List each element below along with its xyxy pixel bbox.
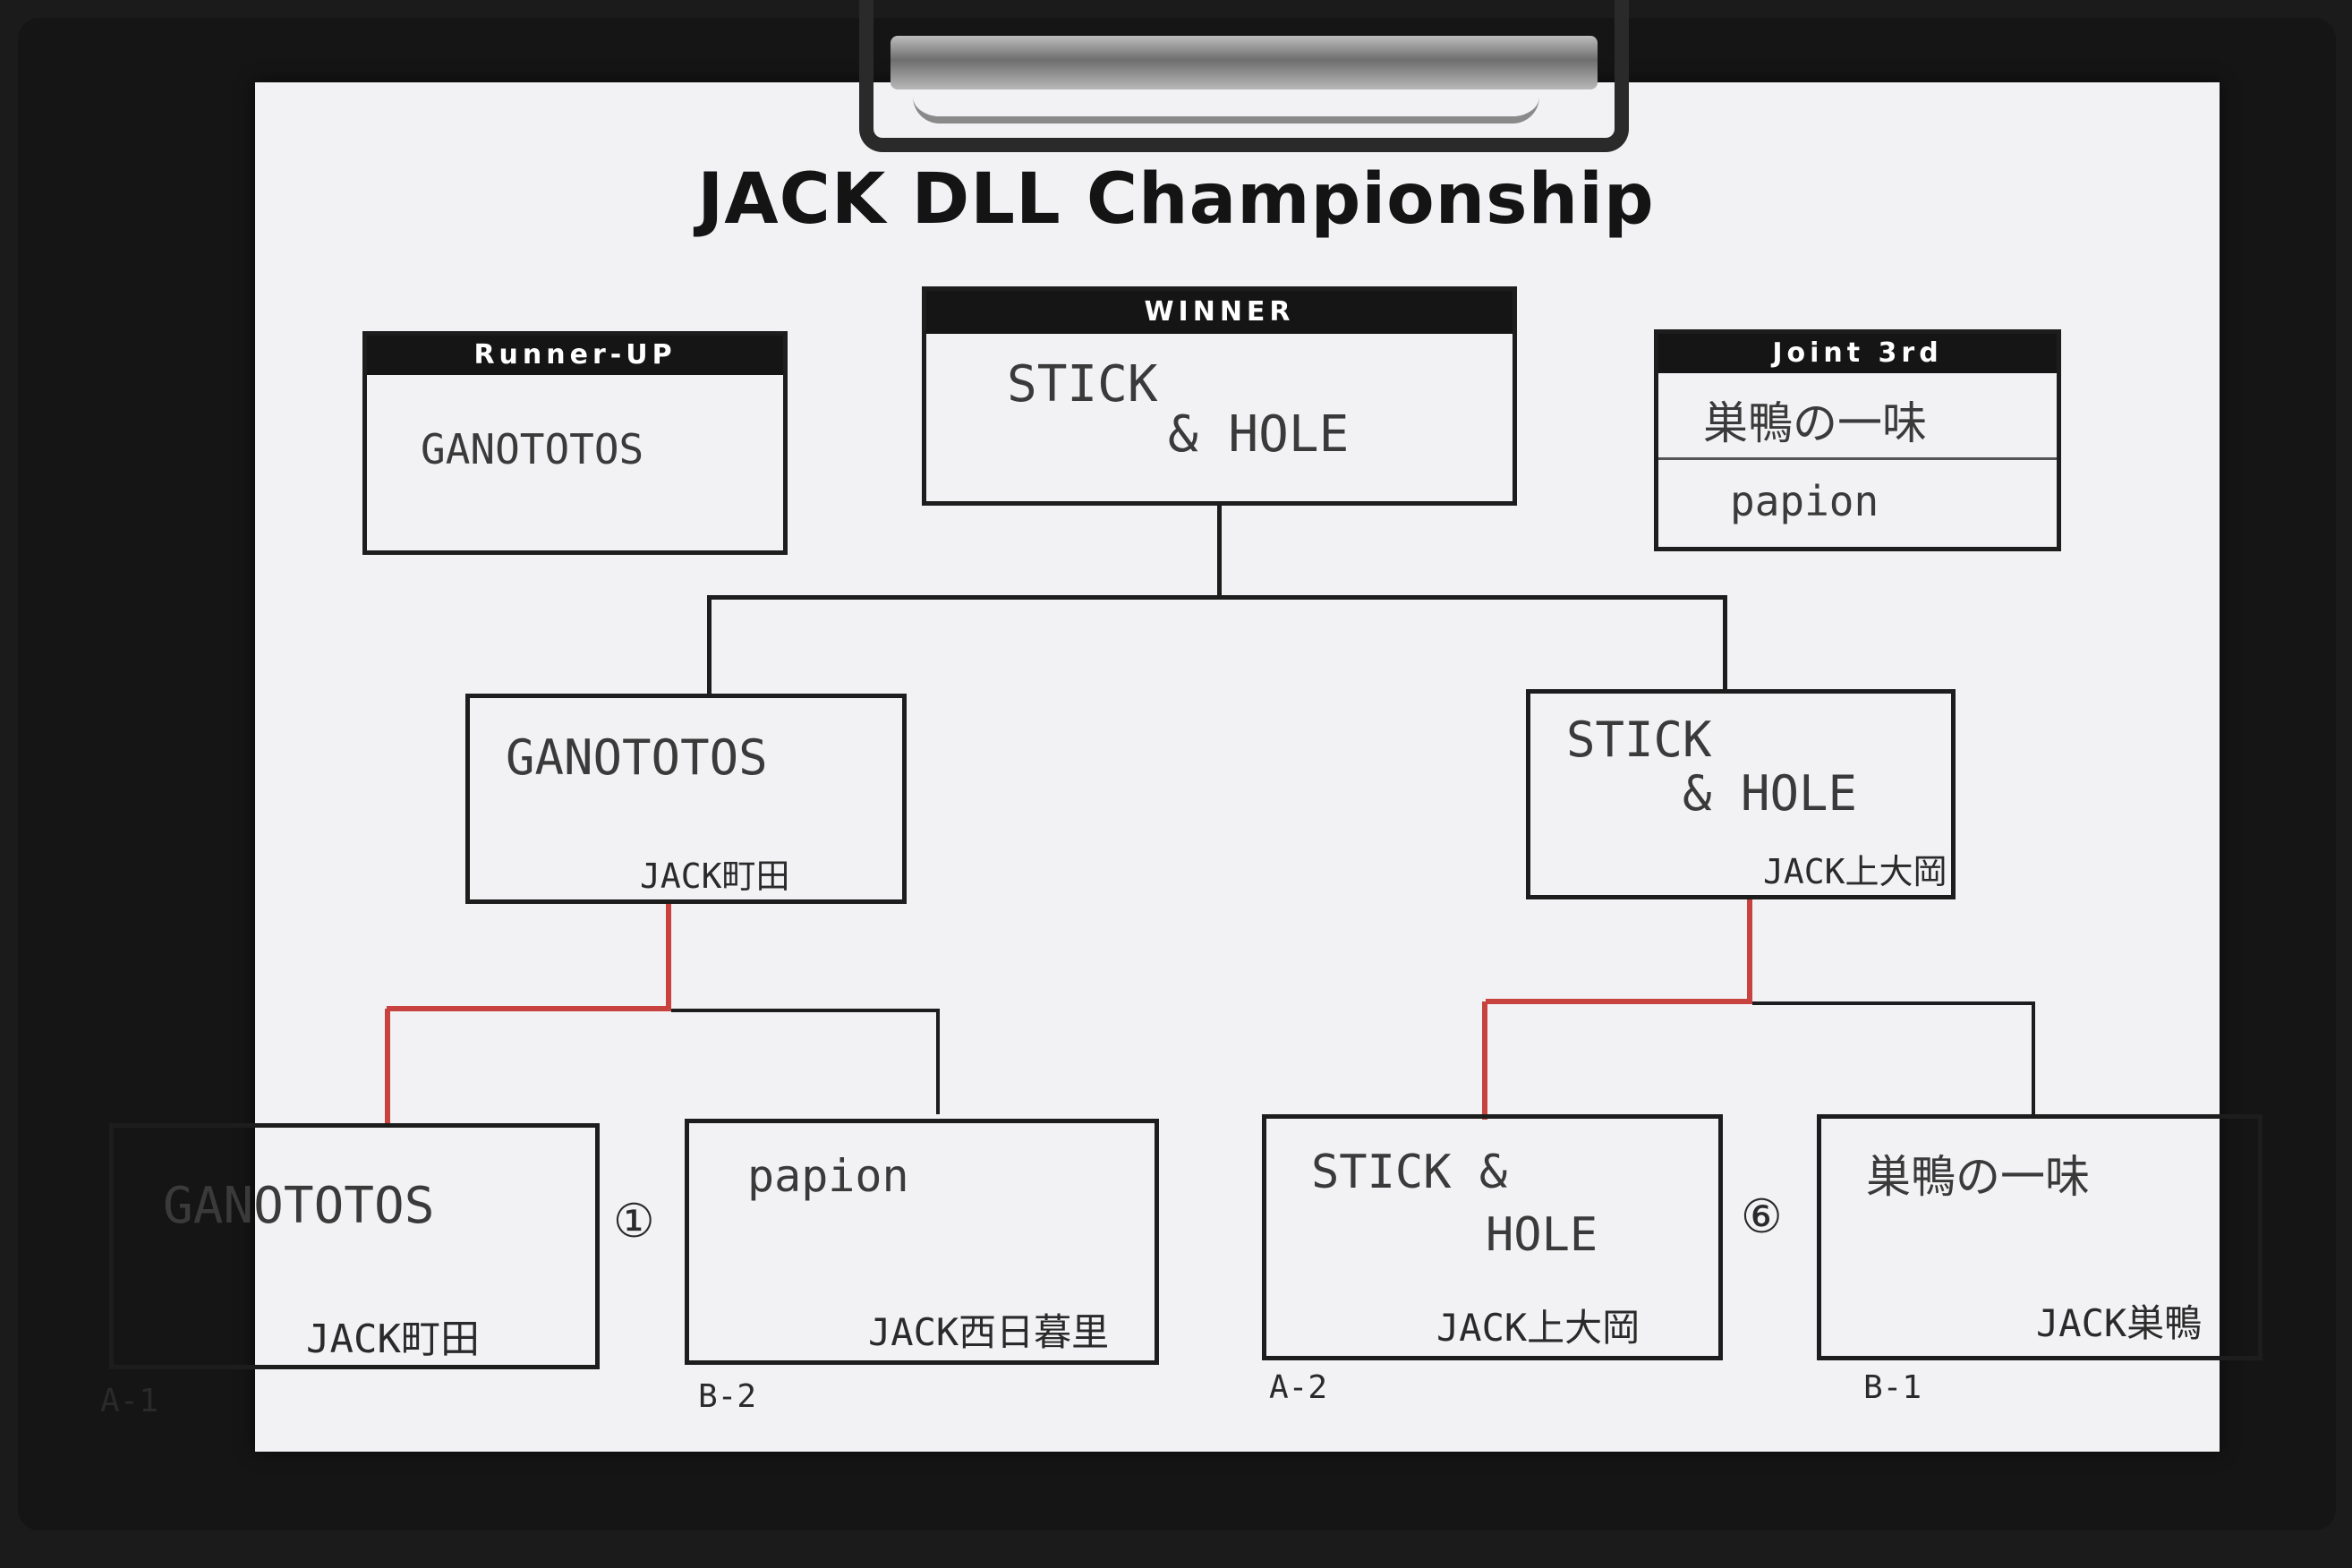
first-round-a2-team-line1: STICK & bbox=[1311, 1146, 1508, 1199]
left-bracket-bar bbox=[671, 1009, 940, 1012]
page-title: JACK DLL Championship bbox=[697, 159, 1655, 240]
winner-path-right-drop bbox=[1482, 1001, 1487, 1120]
winner-path-right-stem bbox=[1747, 899, 1752, 1003]
right-bracket-bar bbox=[1752, 1001, 2034, 1005]
left-bracket-drop-right bbox=[936, 1009, 940, 1114]
match-number-right: ⑥ bbox=[1741, 1190, 1783, 1244]
first-round-b2-venue: JACK西日暮里 bbox=[868, 1310, 1110, 1354]
semifinal-right-team-line2: & HOLE bbox=[1683, 765, 1858, 822]
seed-label-a1: A-1 bbox=[100, 1383, 159, 1419]
first-round-b2-team: papion bbox=[747, 1150, 909, 1202]
semifinal-right-team-line1: STICK bbox=[1566, 712, 1712, 768]
joint-third-box: Joint 3rd 巣鴨の一味 papion bbox=[1654, 329, 2061, 551]
joint-third-team-2: papion bbox=[1730, 477, 1879, 525]
seed-label-a2: A-2 bbox=[1269, 1369, 1328, 1406]
first-round-a1-team: GANOTOTOS bbox=[163, 1177, 435, 1235]
final-left-drop bbox=[707, 595, 712, 695]
semifinal-box-left: GANOTOTOS JACK町田 bbox=[465, 694, 907, 904]
first-round-b1-team: 巣鴨の一味 bbox=[1866, 1151, 2090, 1203]
first-round-a1-venue: JACK町田 bbox=[306, 1317, 480, 1362]
joint-third-team-1: 巣鴨の一味 bbox=[1703, 397, 1927, 449]
winner-path-left-stem bbox=[666, 904, 671, 1010]
final-right-drop bbox=[1723, 595, 1727, 692]
first-round-box-a2: STICK & HOLE JACK上大岡 bbox=[1262, 1114, 1723, 1360]
clip-frame bbox=[859, 0, 1629, 152]
first-round-a2-team-line2: HOLE bbox=[1486, 1208, 1598, 1262]
first-round-box-b2: papion JACK西日暮里 bbox=[685, 1119, 1159, 1365]
first-round-box-a1: GANOTOTOS JACK町田 bbox=[109, 1123, 600, 1369]
right-bracket-drop-right bbox=[2032, 1001, 2035, 1116]
winner-path-right-bar bbox=[1486, 999, 1752, 1004]
winner-path-left-drop bbox=[385, 1009, 390, 1125]
first-round-b1-venue: JACK巣鴨 bbox=[2036, 1301, 2203, 1345]
final-stem bbox=[1217, 506, 1222, 600]
joint-third-divider bbox=[1658, 457, 2057, 460]
winner-header: WINNER bbox=[926, 291, 1513, 334]
seed-label-b2: B-2 bbox=[698, 1378, 757, 1415]
final-crossbar bbox=[707, 595, 1727, 600]
winner-path-left-bar bbox=[387, 1006, 671, 1011]
joint-third-header: Joint 3rd bbox=[1658, 334, 2057, 373]
runner-up-header: Runner-UP bbox=[367, 336, 783, 375]
winner-team-line2: & HOLE bbox=[1168, 405, 1350, 464]
semifinal-left-venue: JACK町田 bbox=[640, 856, 790, 896]
runner-up-team: GANOTOTOS bbox=[421, 425, 644, 473]
semifinal-right-venue: JACK上大岡 bbox=[1763, 852, 1947, 891]
first-round-a2-venue: JACK上大岡 bbox=[1436, 1306, 1640, 1350]
winner-box: WINNER STICK & HOLE bbox=[922, 286, 1517, 506]
first-round-box-b1: 巣鴨の一味 JACK巣鴨 bbox=[1817, 1114, 2263, 1360]
semifinal-left-team: GANOTOTOS bbox=[506, 729, 768, 786]
clip-bar bbox=[891, 36, 1598, 89]
seed-label-b1: B-1 bbox=[1863, 1369, 1922, 1406]
match-number-left: ① bbox=[613, 1195, 655, 1248]
winner-team-line1: STICK bbox=[1007, 355, 1158, 413]
semifinal-box-right: STICK & HOLE JACK上大岡 bbox=[1526, 689, 1956, 899]
runner-up-box: Runner-UP GANOTOTOS bbox=[362, 331, 788, 555]
clip-wire bbox=[913, 97, 1539, 124]
